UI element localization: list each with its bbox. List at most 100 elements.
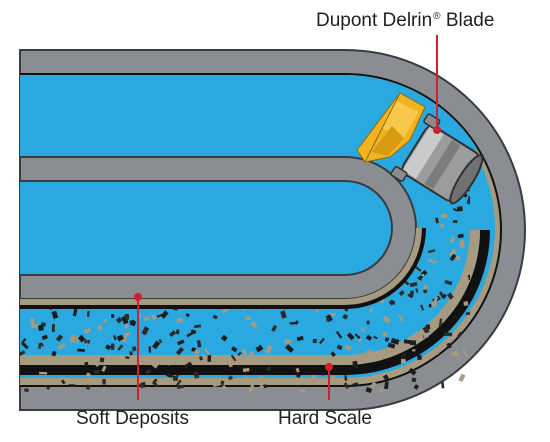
deposit-speckle bbox=[247, 385, 255, 393]
deposit-speckle bbox=[199, 356, 203, 361]
deposit-speckle bbox=[446, 292, 454, 300]
deposit-speckle bbox=[331, 375, 336, 381]
deposit-speckle bbox=[221, 384, 227, 391]
deposit-speckle bbox=[156, 313, 163, 318]
deposit-speckle bbox=[416, 276, 423, 281]
deposit-speckle bbox=[183, 361, 193, 369]
deposit-speckle bbox=[116, 334, 124, 342]
deposit-speckle bbox=[428, 303, 432, 308]
deposit-speckle bbox=[455, 255, 461, 261]
deposit-speckle bbox=[113, 335, 117, 341]
soft-deposits-label: Soft Deposits bbox=[76, 408, 189, 429]
deposit-speckle bbox=[250, 320, 258, 329]
deposit-speckle bbox=[428, 258, 433, 263]
deposit-speckle bbox=[420, 304, 425, 311]
deposit-speckle bbox=[124, 314, 129, 320]
deposit-speckle bbox=[139, 382, 145, 389]
deposit-speckle bbox=[342, 313, 349, 320]
deposit-speckle bbox=[41, 334, 48, 340]
deposit-speckle bbox=[249, 351, 254, 357]
deposit-speckle bbox=[143, 316, 150, 321]
deposit-speckle bbox=[264, 344, 273, 354]
deposit-speckle bbox=[175, 346, 185, 356]
deposit-speckle bbox=[400, 352, 407, 360]
deposit-speckle bbox=[117, 344, 124, 351]
deposit-speckle bbox=[46, 385, 51, 391]
deposit-speckle bbox=[452, 207, 459, 212]
deposit-speckle bbox=[231, 346, 238, 353]
deposit-speckle bbox=[245, 316, 251, 321]
deposit-speckle bbox=[110, 314, 115, 319]
deposit-speckle bbox=[452, 220, 458, 223]
deposit-speckle bbox=[57, 343, 66, 350]
deposit-speckle bbox=[365, 386, 373, 394]
deposit-speckle bbox=[21, 337, 27, 344]
deposit-speckle bbox=[96, 324, 103, 331]
deposit-speckle bbox=[378, 388, 383, 393]
deposit-speckle bbox=[102, 379, 106, 385]
deposit-speckle bbox=[295, 372, 302, 379]
deposit-speckle bbox=[432, 259, 438, 264]
deposit-speckle bbox=[373, 373, 379, 379]
blade-label-suffix: Blade bbox=[440, 10, 495, 31]
deposit-speckle bbox=[193, 371, 200, 379]
deposit-speckle bbox=[186, 331, 195, 338]
deposit-speckle bbox=[121, 315, 129, 325]
deposit-speckle bbox=[344, 375, 348, 381]
deposit-speckle bbox=[446, 342, 452, 349]
blade-label: Dupont Delrin® Blade bbox=[316, 11, 494, 30]
deposit-speckle bbox=[354, 333, 361, 339]
deposit-speckle bbox=[382, 331, 388, 337]
deposit-speckle bbox=[457, 233, 464, 239]
deposit-speckle bbox=[289, 322, 296, 325]
deposit-speckle bbox=[415, 288, 419, 293]
deposit-speckle bbox=[438, 318, 443, 327]
deposit-speckle bbox=[196, 340, 202, 348]
deposit-speckle bbox=[60, 379, 66, 385]
deposit-speckle bbox=[444, 332, 453, 337]
deposit-speckle bbox=[193, 348, 200, 356]
deposit-speckle bbox=[430, 300, 438, 308]
deposit-speckle bbox=[75, 335, 79, 343]
deposit-speckle bbox=[409, 281, 418, 288]
deposit-speckle bbox=[150, 313, 157, 321]
deposit-speckle bbox=[409, 340, 417, 346]
deposit-speckle bbox=[407, 292, 414, 297]
deposit-speckle bbox=[336, 344, 343, 351]
deposit-speckle bbox=[458, 239, 466, 249]
deposit-speckle bbox=[193, 324, 202, 329]
deposit-speckle bbox=[176, 384, 185, 389]
deposit-speckle bbox=[435, 217, 439, 224]
deposit-speckle bbox=[141, 326, 150, 336]
deposit-speckle bbox=[258, 374, 265, 380]
deposit-speckle bbox=[414, 265, 422, 272]
deposit-speckle bbox=[105, 344, 112, 351]
deposit-speckle bbox=[457, 331, 463, 338]
deposit-speckle bbox=[241, 349, 247, 356]
deposit-speckle bbox=[39, 342, 45, 347]
deposit-speckle bbox=[125, 356, 130, 360]
deposit-speckle bbox=[463, 301, 469, 306]
deposit-speckle bbox=[83, 339, 88, 344]
deposit-speckle bbox=[85, 372, 91, 378]
deposit-speckle bbox=[462, 349, 469, 358]
deposit-speckle bbox=[101, 365, 107, 372]
deposit-speckle bbox=[366, 320, 370, 325]
deposit-speckle bbox=[249, 381, 254, 387]
deposit-speckle bbox=[326, 317, 330, 322]
deposit-speckle bbox=[441, 381, 445, 389]
deposit-speckle bbox=[51, 324, 56, 333]
deposit-speckle bbox=[152, 380, 159, 387]
deposit-speckle bbox=[296, 336, 304, 342]
deposit-speckle bbox=[422, 289, 428, 294]
deposit-speckle bbox=[169, 330, 177, 338]
deposit-speckle bbox=[449, 253, 457, 262]
deposit-speckle bbox=[387, 342, 396, 349]
deposit-speckle bbox=[221, 307, 230, 314]
deposit-speckle bbox=[237, 351, 242, 356]
deposit-speckle bbox=[259, 384, 265, 389]
deposit-speckle bbox=[220, 334, 228, 342]
deposit-speckle bbox=[468, 272, 470, 281]
deposit-speckle bbox=[435, 350, 440, 355]
deposit-speckle bbox=[160, 310, 169, 319]
